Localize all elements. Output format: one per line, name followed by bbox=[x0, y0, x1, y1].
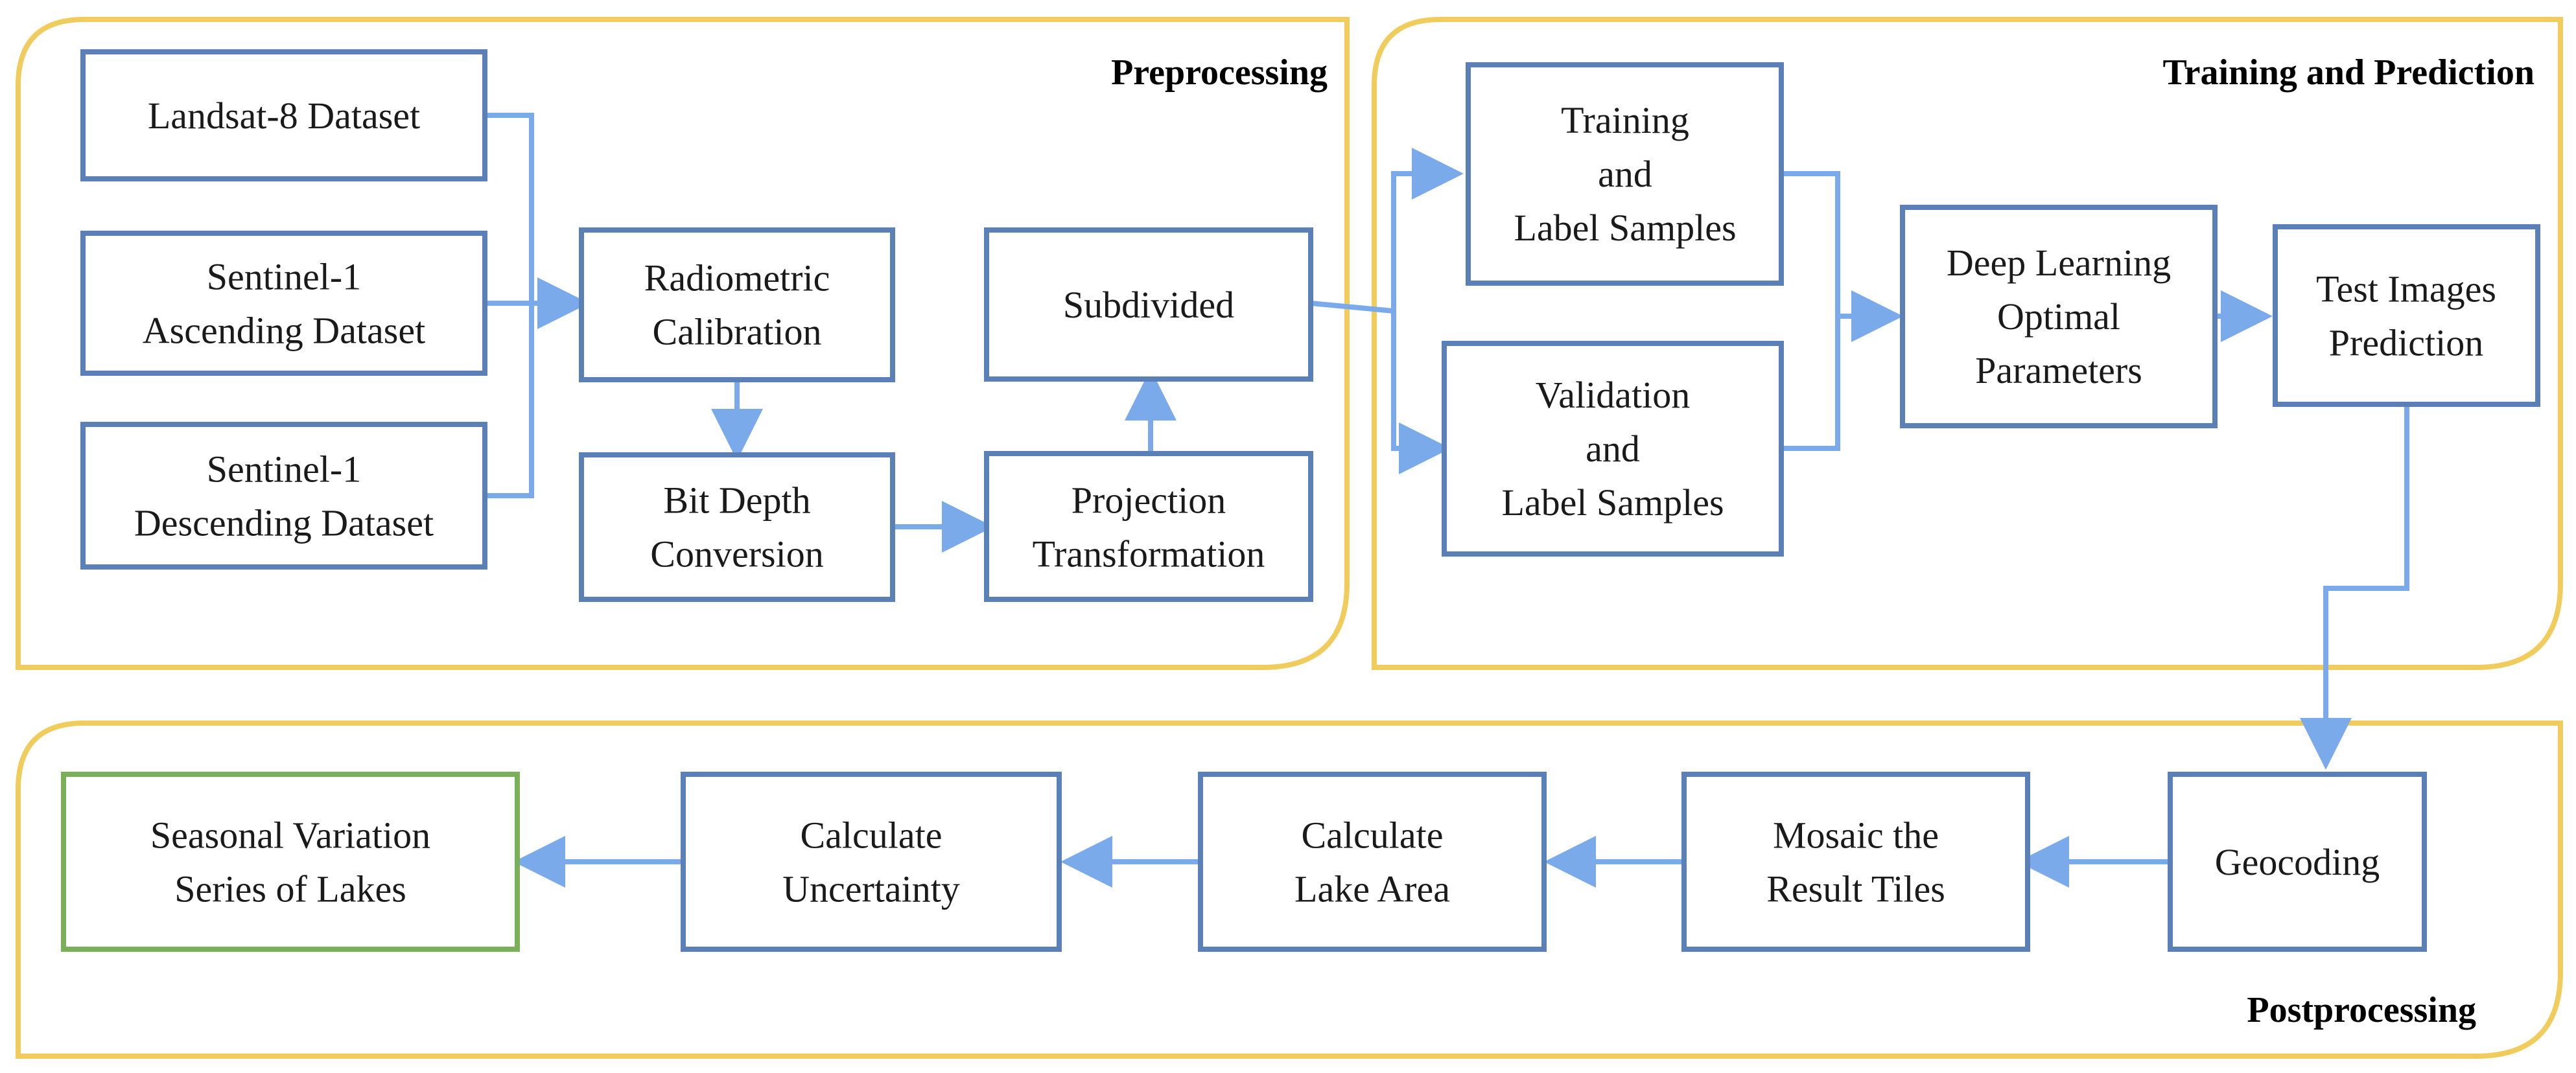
deep-learning-label-line-3: Parameters bbox=[1975, 349, 2142, 391]
projection-transformation-box bbox=[984, 451, 1313, 602]
arrow-split-to-training bbox=[1391, 148, 1464, 311]
test-images-prediction-label-line-1: Test Images bbox=[2316, 268, 2496, 310]
validation-samples-label-line-1: Validation bbox=[1536, 374, 1690, 416]
subdivided-label: Subdivided bbox=[1063, 284, 1234, 326]
arrow-subdivided-to-split bbox=[1311, 301, 1394, 314]
mosaic-label-line-1: Mosaic the bbox=[1773, 814, 1939, 857]
connectors bbox=[485, 113, 2409, 888]
sentinel1-descending-label-line-2: Descending Dataset bbox=[134, 502, 434, 544]
training-samples-box bbox=[1466, 62, 1784, 286]
sentinel1-ascending-box bbox=[80, 231, 487, 376]
lake-area-label-line-1: Calculate bbox=[1301, 814, 1443, 857]
radiometric-calibration-box bbox=[579, 227, 895, 382]
preprocessing-frame bbox=[16, 17, 1350, 670]
lake-area-box bbox=[1198, 772, 1547, 952]
uncertainty-box bbox=[681, 772, 1062, 952]
projection-transformation-label-line-1: Projection bbox=[1071, 479, 1226, 522]
validation-samples-label-line-2: and bbox=[1586, 428, 1640, 470]
geocoding-label-line-1: Geocoding bbox=[2215, 841, 2380, 883]
deep-learning-label-line-1: Deep Learning bbox=[1947, 242, 2171, 284]
bit-depth-conversion-box bbox=[579, 452, 895, 602]
seasonal-variation-label-line-2: Series of Lakes bbox=[174, 868, 406, 910]
uncertainty-label-line-2: Uncertainty bbox=[782, 868, 960, 910]
landsat-label-line-1: Landsat-8 Dataset bbox=[148, 95, 420, 137]
uncertainty-label-line-1: Calculate bbox=[800, 814, 942, 857]
mosaic-label-line-2: Result Tiles bbox=[1766, 868, 1945, 910]
landsat-label: Landsat-8 Dataset bbox=[148, 95, 420, 137]
subdivided-label-line-1: Subdivided bbox=[1063, 284, 1234, 326]
test-images-prediction-box bbox=[2273, 224, 2540, 407]
validation-samples-box bbox=[1442, 341, 1784, 557]
geocoding-label: Geocoding bbox=[2215, 841, 2380, 883]
training-frame bbox=[1372, 17, 2563, 670]
radiometric-calibration-label-line-1: Radiometric bbox=[644, 257, 830, 299]
bit-depth-conversion-label-line-1: Bit Depth bbox=[663, 479, 810, 522]
geocoding-box bbox=[2168, 772, 2427, 952]
seasonal-variation-box bbox=[61, 772, 520, 952]
landsat-box bbox=[80, 49, 487, 181]
subdivided-box bbox=[984, 227, 1313, 382]
validation-samples-label-line-3: Label Samples bbox=[1501, 481, 1724, 524]
training-title: Training and Prediction bbox=[2162, 52, 2535, 93]
training-samples-label-line-2: and bbox=[1598, 153, 1652, 195]
postprocessing-title: Postprocessing bbox=[2247, 990, 2476, 1030]
sentinel1-ascending-label-line-2: Ascending Dataset bbox=[143, 310, 425, 352]
training-samples-label-line-3: Label Samples bbox=[1514, 207, 1736, 249]
deep-learning-label-line-2: Optimal bbox=[1997, 295, 2120, 338]
arrow-samples-merge bbox=[1781, 171, 1840, 451]
seasonal-variation-label-line-1: Seasonal Variation bbox=[150, 814, 430, 857]
test-images-prediction-label-line-2: Prediction bbox=[2329, 322, 2483, 364]
projection-transformation-label-line-2: Transformation bbox=[1033, 533, 1265, 575]
preprocessing-title: Preprocessing bbox=[1111, 52, 1328, 93]
deep-learning-box bbox=[1900, 205, 2218, 428]
lake-area-label-line-2: Lake Area bbox=[1294, 868, 1450, 910]
radiometric-calibration-label-line-2: Calibration bbox=[653, 311, 822, 353]
mosaic-box bbox=[1681, 772, 2030, 952]
postprocessing-frame bbox=[16, 721, 2563, 1059]
arrow-split-to-validation bbox=[1391, 311, 1451, 474]
sentinel1-descending-box bbox=[80, 422, 487, 570]
sentinel1-descending-label-line-1: Sentinel-1 bbox=[207, 448, 361, 490]
arrow-test-to-geocoding bbox=[2300, 404, 2409, 770]
bit-depth-conversion-label-line-2: Conversion bbox=[650, 533, 823, 575]
sentinel1-ascending-label-line-1: Sentinel-1 bbox=[207, 256, 361, 298]
training-samples-label-line-1: Training bbox=[1561, 99, 1689, 141]
